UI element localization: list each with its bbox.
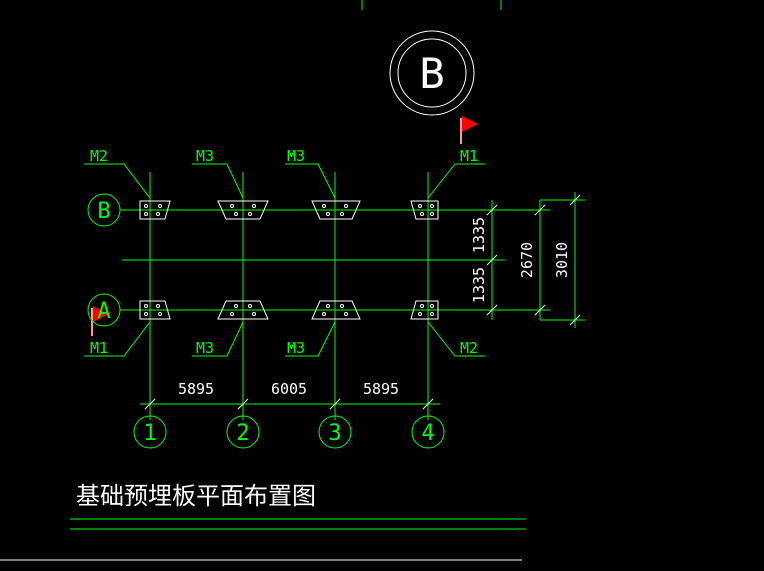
column-axis-label: 3 xyxy=(328,421,341,446)
column-axis-1: 1 xyxy=(133,415,167,449)
column-axis-2: 2 xyxy=(226,415,260,449)
plate-callout: M1 xyxy=(427,147,485,199)
plate-callout: M1 xyxy=(84,321,151,357)
column-axis-label: 1 xyxy=(143,421,156,446)
plate-label: M3 xyxy=(196,147,214,165)
dimension-text: 6005 xyxy=(271,380,307,398)
drawing-title: 基础预埋板平面布置图 xyxy=(76,482,316,510)
plate-label: M3 xyxy=(196,339,214,357)
plate-label: M1 xyxy=(90,339,108,357)
dimension-text: 2670 xyxy=(518,242,536,278)
dimension-text: 1335 xyxy=(470,217,488,253)
plate-label: M1 xyxy=(460,147,478,165)
row-axis-label: B xyxy=(97,199,110,224)
column-axis-label: 4 xyxy=(421,421,434,446)
plate-label: M3 xyxy=(287,339,305,357)
section-marker-label: B xyxy=(419,49,444,98)
column-axis-label: 2 xyxy=(236,421,249,446)
plate-label: M2 xyxy=(460,339,478,357)
dimension-text: 5895 xyxy=(363,380,399,398)
embedded-plate xyxy=(139,200,171,220)
red-flag-icon xyxy=(460,116,478,144)
row-axis-a: A xyxy=(87,293,130,327)
dimension-text: 1335 xyxy=(470,267,488,303)
vertical-dimensions: 1335 1335 2670 3010 xyxy=(440,192,585,328)
embedded-plate xyxy=(410,300,439,320)
embedded-plate xyxy=(311,300,361,320)
axis-grid xyxy=(122,172,500,420)
red-flag-icon xyxy=(91,306,109,336)
row-axis-b: B xyxy=(87,193,130,227)
column-axis-4: 4 xyxy=(411,415,445,449)
horizontal-dimension: 5895 6005 5895 xyxy=(140,380,440,410)
plate-callout: M3 xyxy=(192,147,244,199)
embedded-plate xyxy=(139,300,171,320)
plate-callout: M3 xyxy=(192,321,244,357)
plate-callout: M3 xyxy=(285,321,336,357)
embedded-plate xyxy=(410,200,439,220)
embedded-plate xyxy=(311,200,361,220)
plate-callout: M3 xyxy=(285,147,336,199)
dimension-text: 3010 xyxy=(553,242,571,278)
plate-callout: M2 xyxy=(427,321,485,357)
embedded-plate xyxy=(217,200,269,220)
plate-label: M2 xyxy=(90,147,108,165)
plate-label: M3 xyxy=(287,147,305,165)
plate-callout: M2 xyxy=(84,147,151,199)
column-axis-3: 3 xyxy=(318,415,352,449)
section-marker: B xyxy=(389,30,475,116)
embedded-plate xyxy=(217,300,269,320)
dimension-text: 5895 xyxy=(178,380,214,398)
row-axis-label: A xyxy=(97,299,110,324)
